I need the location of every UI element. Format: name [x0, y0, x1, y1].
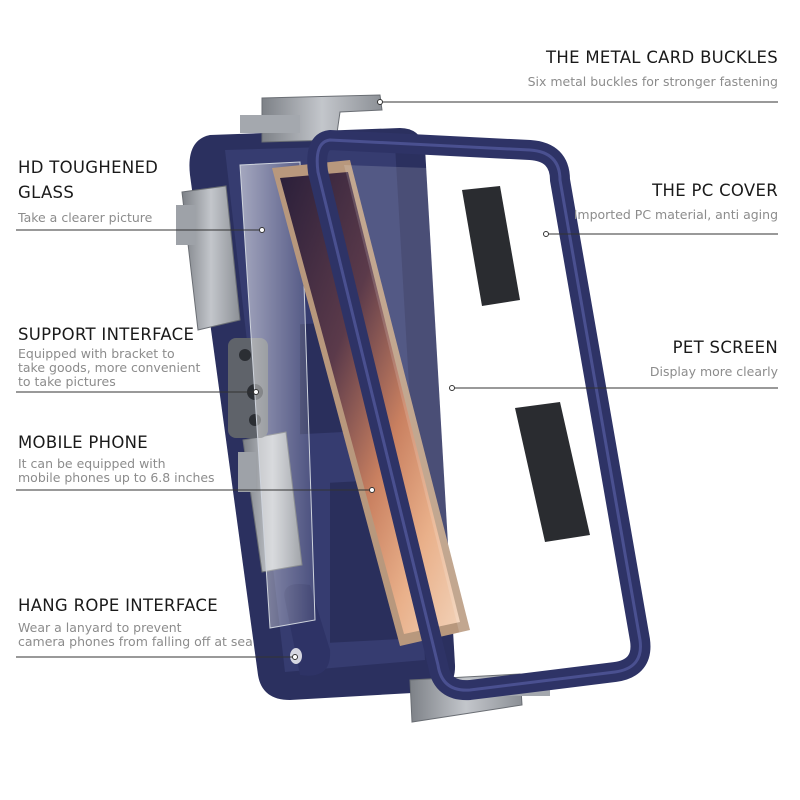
- feature-support-interface: SUPPORT INTERFACE Equipped with bracket …: [18, 324, 200, 389]
- feature-title: HANG ROPE INTERFACE: [18, 596, 218, 615]
- feature-title: PET SCREEN: [672, 338, 778, 357]
- feature-description: Display more clearly: [649, 364, 778, 379]
- toughened-glass-panel: [239, 161, 316, 629]
- metal-buckle-icon: [240, 94, 383, 143]
- feature-description: Six metal buckles for stronger fastening: [527, 74, 778, 89]
- feature-metal-card-buckles: THE METAL CARD BUCKLES Six metal buckles…: [528, 47, 778, 89]
- feature-title: THE METAL CARD BUCKLES: [546, 48, 778, 67]
- feature-hd-toughened-glass: HD TOUGHENED GLASS Take a clearer pictur…: [18, 155, 158, 225]
- pc-cover-frame: [307, 130, 651, 701]
- callout-lines: [16, 99, 778, 660]
- feature-pc-cover: THE PC COVER Imported PC material, anti …: [574, 180, 778, 222]
- feature-pet-screen: PET SCREEN Display more clearly: [650, 337, 778, 379]
- feature-description: Imported PC material, anti aging: [573, 207, 778, 222]
- feature-title: THE PC COVER: [652, 181, 778, 200]
- feature-mobile-phone: MOBILE PHONE It can be equipped with mob…: [18, 432, 215, 485]
- feature-description: Wear a lanyard to prevent camera phones …: [18, 620, 253, 649]
- feature-title: SUPPORT INTERFACE: [18, 325, 195, 344]
- feature-description: Take a clearer picture: [18, 210, 153, 225]
- feature-description: Equipped with bracket to take goods, mor…: [18, 346, 201, 389]
- feature-description: It can be equipped with mobile phones up…: [18, 456, 215, 485]
- feature-title: MOBILE PHONE: [18, 433, 148, 452]
- feature-hang-rope-interface: HANG ROPE INTERFACE Wear a lanyard to pr…: [18, 595, 253, 649]
- metal-buckle-icon: [176, 185, 241, 331]
- feature-title: HD TOUGHENED GLASS: [18, 158, 159, 202]
